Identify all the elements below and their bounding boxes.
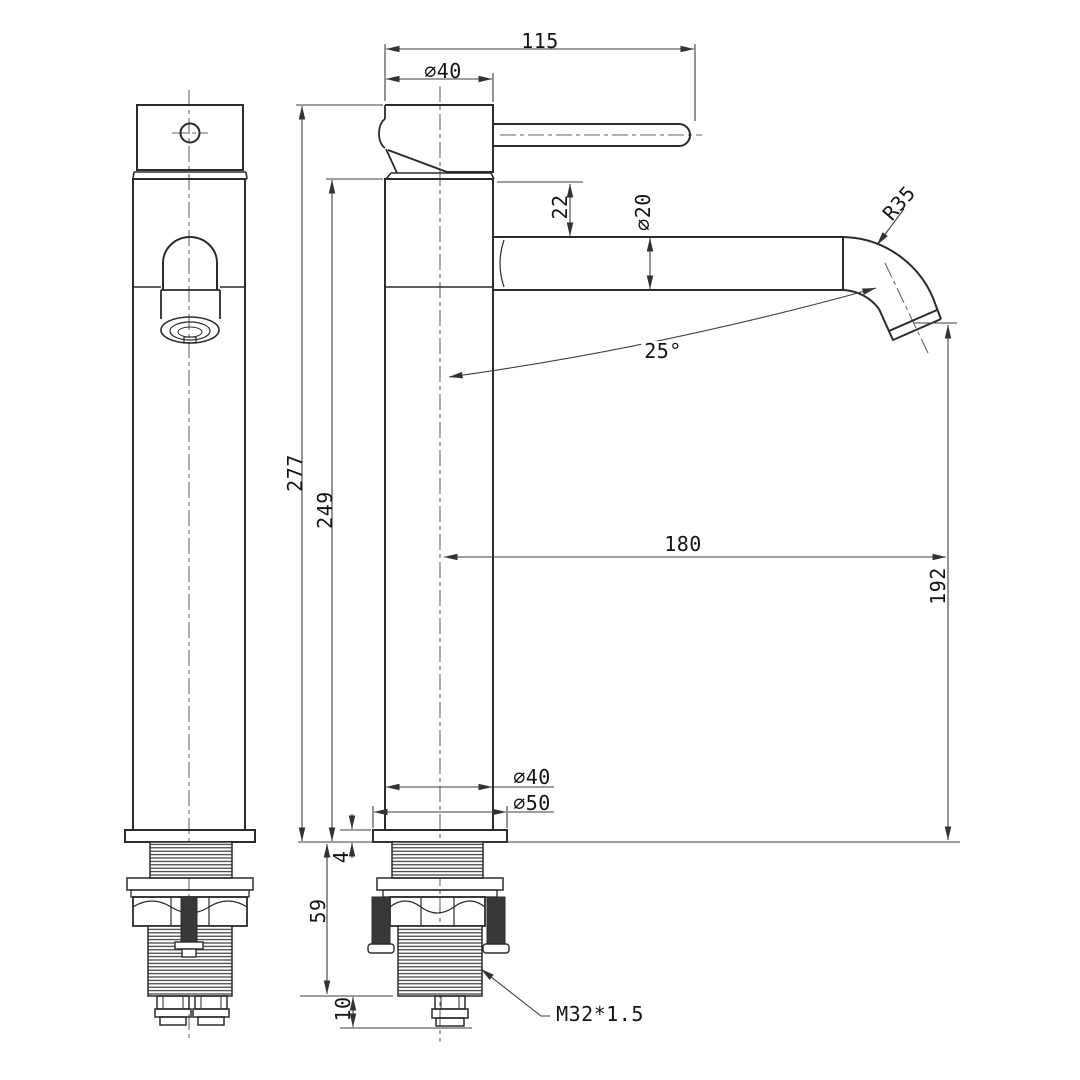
side-hose-connector [431,995,469,1027]
side-spout-tube [493,236,844,291]
front-hose-connectors [154,995,230,1026]
front-stud-nut [181,948,197,958]
side-view [367,104,942,1027]
side-stud-left [371,896,391,945]
leader-r35 [876,208,905,246]
dim-flange-thickness: 4 [329,850,353,864]
front-stud-washer [174,941,204,950]
front-cap [136,104,244,171]
side-stud-right [486,896,506,945]
front-spout-dome [162,236,218,290]
ext-heights [296,104,383,180]
side-stud-right-head [482,943,510,954]
dim-shank-length: 59 [306,898,330,924]
side-cap [385,104,494,173]
front-flange [124,829,256,843]
dim-body-height: 249 [313,491,337,529]
side-shank-thread [391,841,484,879]
dim-spout-angle: 25° [641,341,685,361]
front-handle-button [179,122,201,144]
front-aerator-ring [169,321,211,341]
side-cap-button [378,105,398,174]
dimension-lines [296,44,960,1029]
front-spout-housing [160,289,221,319]
dim-spout-reach: 180 [664,532,702,556]
side-lower-thread [397,925,483,997]
front-washer [126,877,254,891]
ext-d50 [372,806,508,828]
dim-cap-diameter: ∅40 [424,59,462,83]
dim-spout-offset: 22 [548,194,572,220]
dim-tail-length: 10 [331,996,355,1022]
side-lever [493,123,691,147]
front-view [124,104,256,1026]
side-spout-bend [842,236,942,342]
dim-flange-diameter: ∅50 [513,791,551,815]
dim-total-height: 277 [283,454,307,492]
ext-shank [300,995,472,1029]
side-body [384,178,494,831]
dim-outlet-height: 192 [926,567,950,605]
side-stud-left-head [367,943,395,954]
front-nut-facets [132,897,248,926]
dim-spout-diameter: ∅20 [631,193,655,231]
dim-thread-spec: M32*1.5 [556,1002,644,1026]
front-fixing-stud [180,896,198,943]
side-nut-facets [389,897,486,926]
leader-m32 [480,968,550,1017]
dim-body-diameter: ∅40 [513,765,551,789]
front-washer-2 [130,889,250,898]
front-collar [132,171,248,180]
front-aerator-inner [177,326,203,338]
side-spout-fillet [499,239,505,288]
front-aerator-key [183,336,197,344]
dim-handle-width: 115 [521,29,559,53]
ext-top [384,44,696,121]
centerlines [172,86,929,1042]
ext-diameter-tails [493,786,554,813]
front-shank-thread [149,841,233,879]
leader-angle-25 [448,287,877,379]
